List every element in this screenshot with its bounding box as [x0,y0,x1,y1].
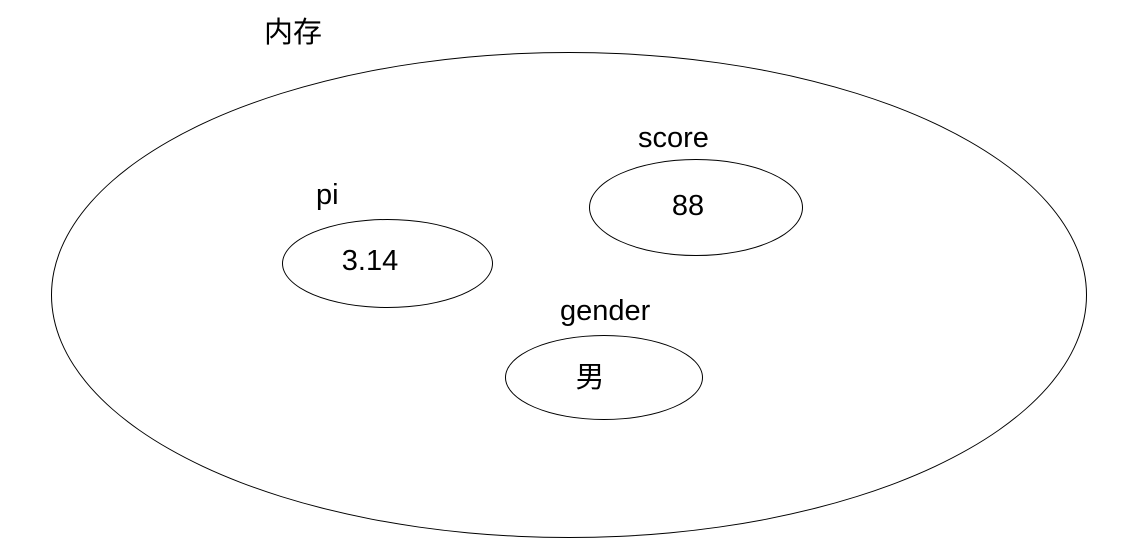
variable-label-pi: pi [316,179,339,211]
memory-ellipse [51,52,1087,538]
variable-ellipse-score [589,159,803,256]
variable-value-score: 88 [671,190,705,222]
variable-label-gender: gender [560,295,651,327]
variable-label-score: score [638,122,709,154]
variable-value-pi: 3.14 [341,245,399,277]
variable-value-gender: 男 [575,362,605,394]
variable-ellipse-pi [282,219,493,308]
memory-ellipse-label: 内存 [264,17,323,49]
variable-ellipse-gender [505,335,703,420]
